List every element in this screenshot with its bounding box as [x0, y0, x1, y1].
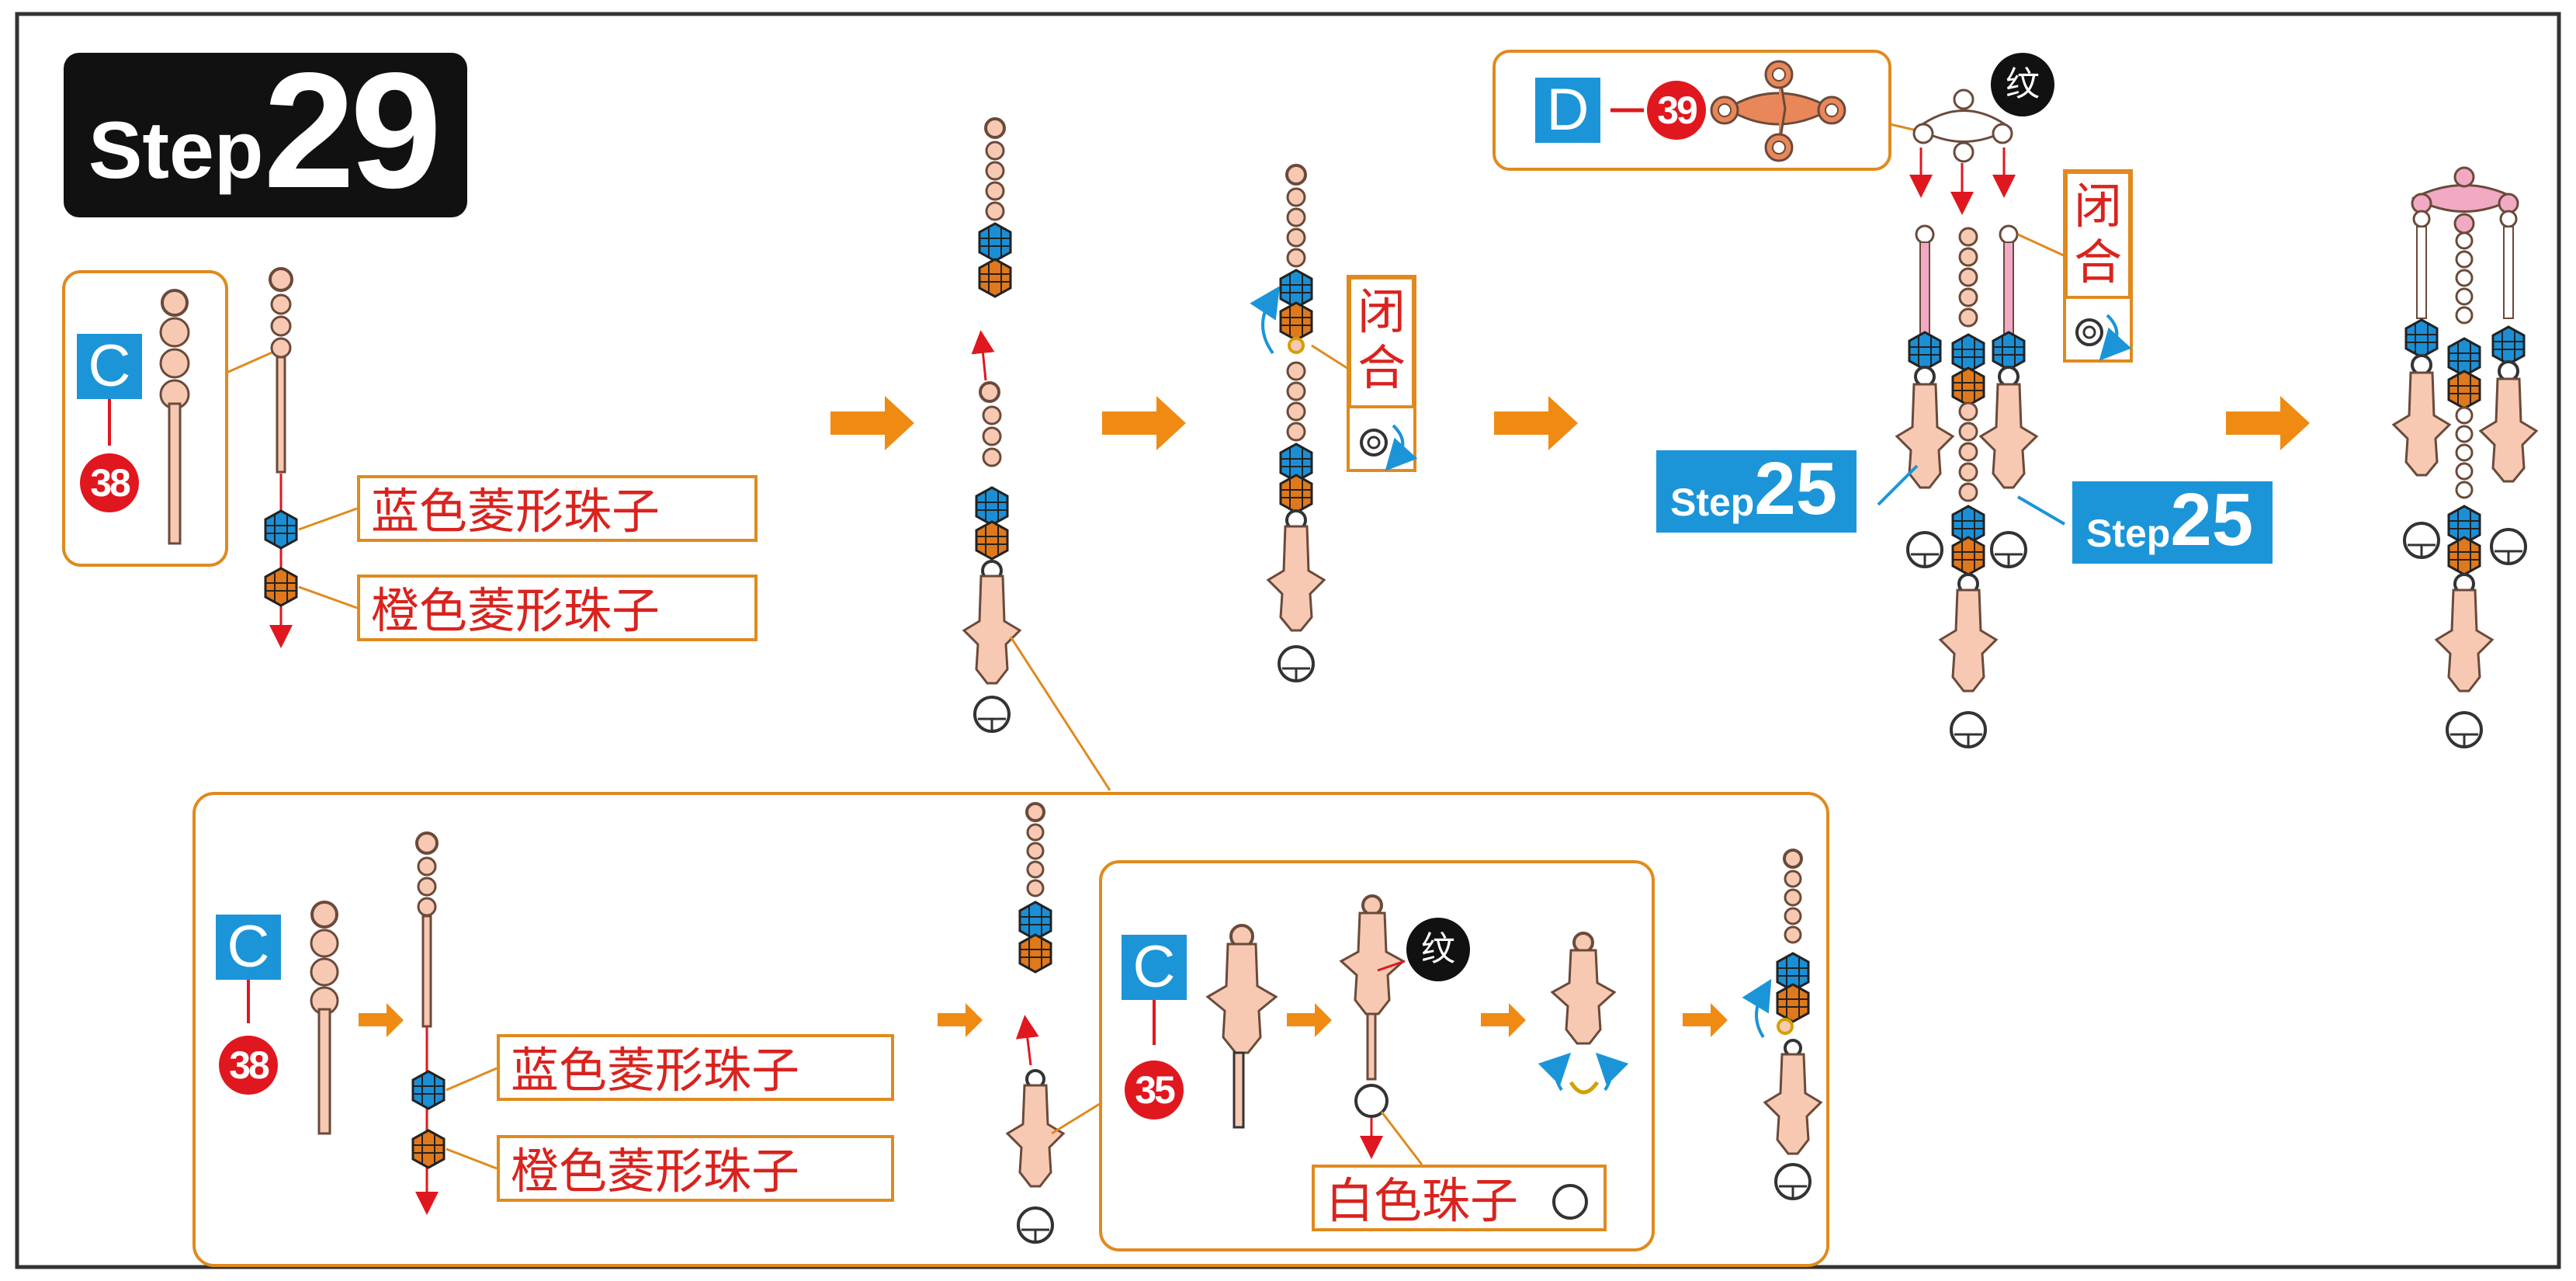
chain-assembly-stage-4	[1877, 89, 2075, 748]
pattern-mark-badge-sub: 纹	[1406, 918, 1470, 981]
process-arrow	[1683, 1003, 1728, 1037]
process-arrow	[1481, 1003, 1526, 1037]
process-arrow	[1287, 1003, 1332, 1037]
part-letter-c: C	[77, 334, 142, 399]
detail-panel	[192, 792, 1829, 1267]
close-ring-icon	[2075, 314, 2132, 361]
bead-pin-part	[159, 289, 190, 545]
part-number-39: 39	[1647, 81, 1706, 140]
four-way-connector-part	[1710, 60, 1846, 162]
part-letter-c-detail: C	[216, 915, 281, 980]
orange-bead-label-detail: 橙色菱形珠子	[497, 1135, 894, 1202]
step-word: Step	[88, 106, 264, 196]
part-letter-d: D	[1535, 78, 1600, 143]
step-number-badge: Step 29	[64, 48, 467, 217]
blue-bead-label: 蓝色菱形珠子	[357, 475, 758, 542]
step-ref-number: 25	[2170, 478, 2254, 561]
process-arrow	[830, 396, 914, 450]
step-reference-badge-2: Step 25	[2072, 481, 2273, 564]
chain-assembly-detail-final	[1742, 849, 1823, 1200]
blue-bead-label-detail: 蓝色菱形珠子	[497, 1034, 894, 1101]
process-arrow	[359, 1003, 404, 1037]
white-bead-icon	[1552, 1184, 1588, 1220]
chain-assembly-stage-2	[962, 117, 1022, 733]
part-number-35: 35	[1125, 1061, 1184, 1120]
process-arrow	[2226, 396, 2310, 450]
step-ref-word: Step	[2086, 512, 2171, 555]
chain-assembly-detail	[1005, 802, 1103, 1244]
pendant-with-bead	[1339, 894, 1423, 1165]
chain-assembly-stage-3	[1250, 164, 1355, 682]
close-label: 闭合	[1348, 276, 1415, 408]
orange-bead-label: 橙色菱形珠子	[357, 575, 758, 641]
process-arrow	[1494, 396, 1578, 450]
part-number-38-detail: 38	[219, 1036, 278, 1095]
part-callout-box-d39	[1493, 50, 1891, 171]
pendant-blank-part	[1205, 924, 1278, 1129]
white-bead-label: 白色珠子	[1312, 1165, 1607, 1231]
part-letter-c-sub: C	[1122, 935, 1187, 1000]
part-connector-line	[247, 980, 250, 1023]
part-number-38: 38	[80, 453, 139, 512]
step-ref-number: 25	[1754, 447, 1838, 530]
bead-pin-part-detail	[310, 901, 339, 1135]
part-connector-line	[1153, 1000, 1156, 1045]
process-arrow	[938, 1003, 983, 1037]
part-callout-box	[62, 270, 228, 567]
pin-assembly-detail	[411, 831, 498, 1215]
pattern-mark-badge: 纹	[1991, 53, 2054, 116]
process-arrow	[1102, 396, 1186, 450]
part-connector-line	[108, 399, 111, 446]
step-ref-word: Step	[1670, 481, 1755, 524]
sub-detail-panel	[1099, 860, 1655, 1251]
close-ring-icon	[1360, 424, 1418, 471]
pendant-ring-closing	[1538, 932, 1629, 1095]
pin-assembly	[226, 267, 298, 648]
finished-pendant	[2391, 166, 2539, 748]
step-reference-badge: Step 25	[1656, 450, 1857, 533]
step-number: 29	[263, 38, 442, 222]
close-label-2: 闭合	[2065, 171, 2131, 299]
